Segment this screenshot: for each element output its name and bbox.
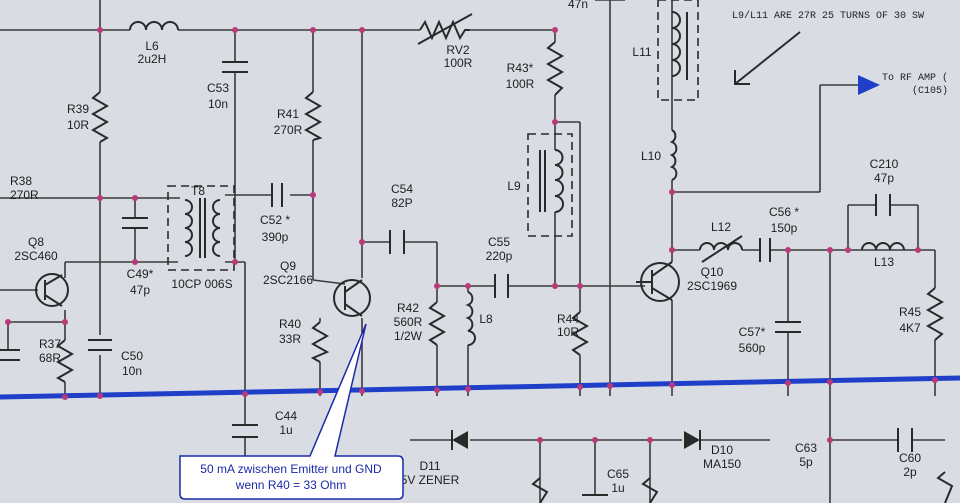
resistor-R41 [303,91,323,141]
label-T8: T8 [191,184,205,198]
label-R43: R43*100R [506,61,535,91]
junction-dots [5,27,938,443]
inductor-L6 [129,21,179,31]
label-L8: L8 [479,312,493,326]
coil-note: L9/L11 ARE 27R 25 TURNS OF 30 SW [732,10,924,22]
resistor-RV2-arrow [417,13,473,45]
resistor-R39 [90,91,110,143]
top-cap-value: 47n [568,0,588,11]
resistor-R44 [570,311,590,356]
label-L13: L13 [874,255,894,269]
callout-line-1: 50 mA zwischen Emitter und GND [200,462,382,476]
resistor-R45 [925,287,945,341]
label-C56: C56 *150p [769,205,799,235]
output-arrow-icon [858,75,880,95]
callout: 50 mA zwischen Emitter und GND wenn R40 … [179,323,404,500]
resistor-R37 [55,339,75,383]
inductor-L8 [465,291,476,346]
label-L9: L9 [507,179,521,193]
transistor-Q9 [333,279,371,317]
label-L10: L10 [641,149,661,163]
inductor-L9 [527,133,573,237]
transformer-T8 [167,185,235,271]
rf-out-label-1: To RF AMP ( [882,72,948,84]
label-C52: C52 *390p [260,213,290,244]
annotations: L9/L11 ARE 27R 25 TURNS OF 30 SW To RF A… [568,0,948,97]
label-C57: C57*560p [739,325,766,355]
note-arrow [734,31,801,85]
inductor-L13 [861,242,905,251]
ground-bus [0,375,960,400]
label-C49: C49*47p [127,267,154,297]
callout-bubble [179,323,404,500]
transistor-Q8 [35,273,69,307]
diode-D11 [451,430,468,450]
rf-out-label-2: (C105) [912,85,948,97]
transistor-Q10 [636,261,680,302]
resistor-R43 [545,41,565,96]
label-L12: L12 [711,220,731,234]
resistor-RV2 [419,19,470,41]
inductor-L12 [699,235,743,263]
diode-D10 [684,430,701,450]
inductor-L11 [657,0,699,101]
resistor-R40 [310,321,330,363]
callout-line-2: wenn R40 = 33 Ohm [235,478,346,492]
label-L11: L11 [632,45,651,59]
label-T8-part: 10CP 006S [171,277,232,291]
resistor-R42 [427,301,447,346]
inductor-L10 [669,129,678,181]
